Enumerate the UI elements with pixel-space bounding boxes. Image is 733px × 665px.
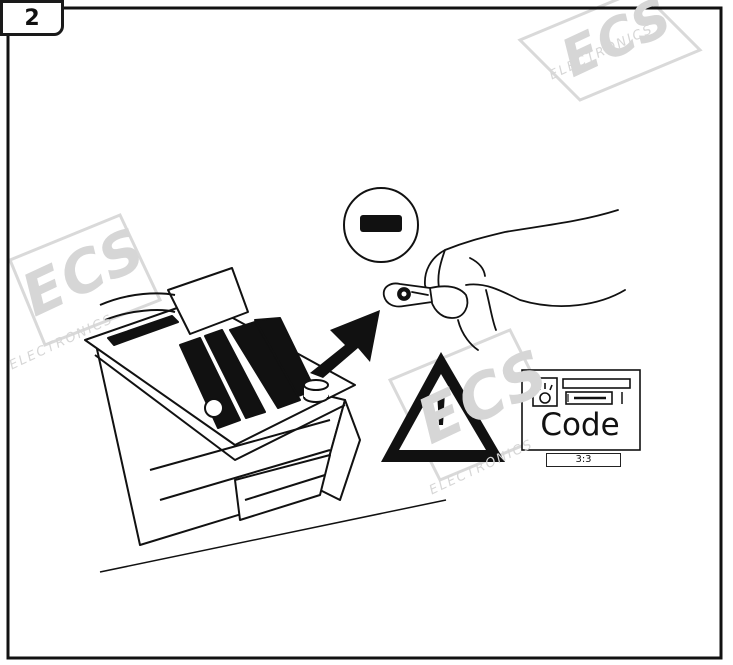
hand-with-clamp (382, 209, 626, 351)
step-number-badge: 2 (0, 0, 64, 36)
watermark-left (8, 213, 163, 347)
warning-triangle-icon (381, 352, 505, 462)
ground-line (99, 499, 447, 573)
radio-code-icon (521, 369, 641, 451)
minus-circle-icon (343, 187, 419, 263)
outer-border (6, 6, 723, 660)
code-fraction: 3:3 (546, 453, 621, 467)
battery (84, 267, 361, 546)
code-label: Code (540, 407, 620, 443)
direction-arrow-icon (310, 310, 380, 378)
